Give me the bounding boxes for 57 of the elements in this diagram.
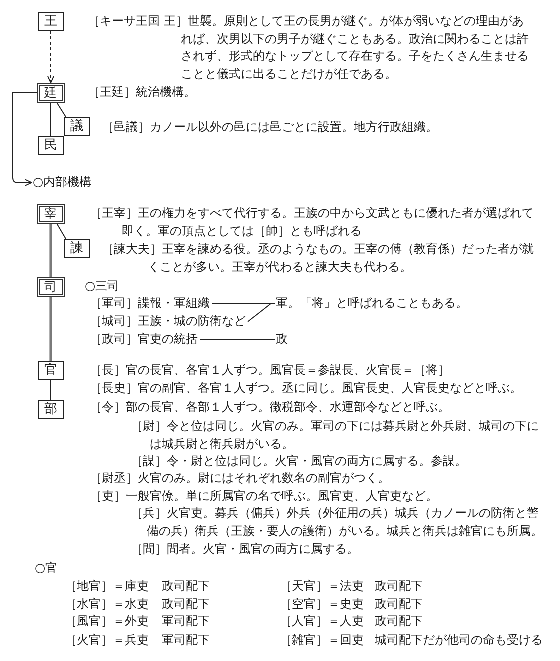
connector-line bbox=[56, 224, 66, 240]
office-mapping: ［風官］＝外吏 bbox=[65, 613, 149, 630]
description-text: ［尉］令と位は同じ。火官のみ。軍司の下には募兵尉と外兵尉、城司の下には城兵尉と衛兵尉がいる。 bbox=[131, 418, 540, 453]
description-text: ［令］部の長官、各部１人ずつ。徴税部令、水運部令などと呼ぶ。 bbox=[90, 399, 450, 416]
office-mapping: ［天官］＝法吏 bbox=[280, 578, 364, 595]
affiliation-text: 政司配下 bbox=[162, 578, 210, 595]
description-text: ［王廷］統治機構。 bbox=[88, 84, 196, 101]
connector-line bbox=[50, 380, 52, 400]
description-text: ［尉丞］火官のみ。尉にはそれぞれ数名の副官がつく。 bbox=[90, 470, 390, 487]
affiliation-text: 軍司配下 bbox=[162, 613, 210, 630]
office-box: 部 bbox=[38, 400, 64, 419]
office-mapping: ［雑官］＝回吏 bbox=[280, 632, 364, 649]
section-heading: ○三司 bbox=[85, 278, 120, 295]
description-text: ［吏］一般官僚。単に所属官の名で呼ぶ。風官吏、人官吏など。 bbox=[90, 488, 438, 505]
office-box: 廷 bbox=[37, 83, 65, 103]
connector-line bbox=[50, 102, 52, 136]
description-text: ［間］間者。火官・風官の両方に属する。 bbox=[131, 541, 359, 558]
dashed-arrow bbox=[48, 30, 54, 84]
division-item: ［軍司］諜報・軍組織 bbox=[90, 295, 210, 313]
office-box: 官 bbox=[38, 361, 64, 380]
office-mapping: ［水官］＝水吏 bbox=[65, 596, 149, 613]
connector-line bbox=[56, 102, 66, 118]
description-text: ［兵］火官吏。募兵（傭兵）外兵（外征用の兵）城兵（カノールの防衛と警備の兵）衛兵（王族・要人の護衛）がいる。城兵と衛兵は雑官にも所属。 bbox=[131, 505, 544, 540]
division-item: ［城司］王族・城の防衛など bbox=[90, 313, 246, 331]
description-text: ［長史］官の副官、各官１人ずつ。丞に同じ。風官長史、人官長史などと呼ぶ。 bbox=[90, 380, 522, 397]
office-box: 民 bbox=[38, 136, 64, 155]
office-mapping: ［地官］＝庫吏 bbox=[65, 578, 149, 595]
office-mapping: ［火官］＝兵吏 bbox=[65, 632, 149, 649]
office-box: 議 bbox=[64, 117, 90, 136]
affiliation-text: 城司配下だが他司の命も受ける bbox=[375, 632, 543, 649]
description-text: ［王宰］王の権力をすべて代行する。王族の中から文武ともに優れた者が選ばれて即く。軍の頂点としては［帥］とも呼ばれる bbox=[90, 205, 535, 240]
office-box: 諫 bbox=[64, 239, 90, 258]
division-note: 政 bbox=[276, 331, 288, 349]
affiliation-text: 政司配下 bbox=[162, 596, 210, 613]
description-text: ［キーサ王国 王］世襲。原則として王の長男が継ぐ。が体が弱いなどの理由があれば、次男以下の男子が継ぐこともある。政治に関わることは許されず、形式的なトップとして存在する。子をたくさん生ませることと儀式に出ることだけが任である。 bbox=[88, 13, 530, 84]
connector-line bbox=[50, 224, 52, 277]
arrow bbox=[12, 92, 38, 186]
connector-line bbox=[50, 297, 52, 361]
description-text: ［謀］令・尉と位は同じ。火官・風官の両方に属する。参謀。 bbox=[131, 453, 467, 470]
affiliation-text: 軍司配下 bbox=[162, 632, 210, 649]
connector-line bbox=[248, 303, 276, 322]
section-heading: ○官 bbox=[35, 560, 58, 577]
description-text: ［邑議］カノール以外の邑には邑ごとに設置。地方行政組織。 bbox=[102, 119, 438, 136]
affiliation-text: 政司配下 bbox=[375, 613, 423, 630]
affiliation-text: 政司配下 bbox=[375, 596, 423, 613]
description-text: ［長］官の長官、各官１人ずつ。風官長＝参謀長、火官長＝［将］ bbox=[90, 362, 450, 379]
description-text: ［諫大夫］王宰を諫める役。丞のようなもの。王宰の傅（教育係）だった者が就くことが多い。王宰が代わると諫大夫も代わる。 bbox=[102, 241, 535, 276]
division-note: 軍。「将」と呼ばれることもある。 bbox=[276, 295, 468, 313]
office-mapping: ［人官］＝人吏 bbox=[280, 613, 364, 630]
office-mapping: ［空官］＝史吏 bbox=[280, 596, 364, 613]
office-box: 司 bbox=[37, 277, 65, 297]
office-box: 宰 bbox=[37, 204, 65, 224]
affiliation-text: 政司配下 bbox=[375, 578, 423, 595]
office-box: 王 bbox=[38, 12, 64, 31]
division-item: ［政司］官吏の統括 bbox=[90, 331, 198, 349]
connector-line bbox=[200, 339, 276, 340]
section-heading: ○内部機構 bbox=[33, 174, 92, 192]
